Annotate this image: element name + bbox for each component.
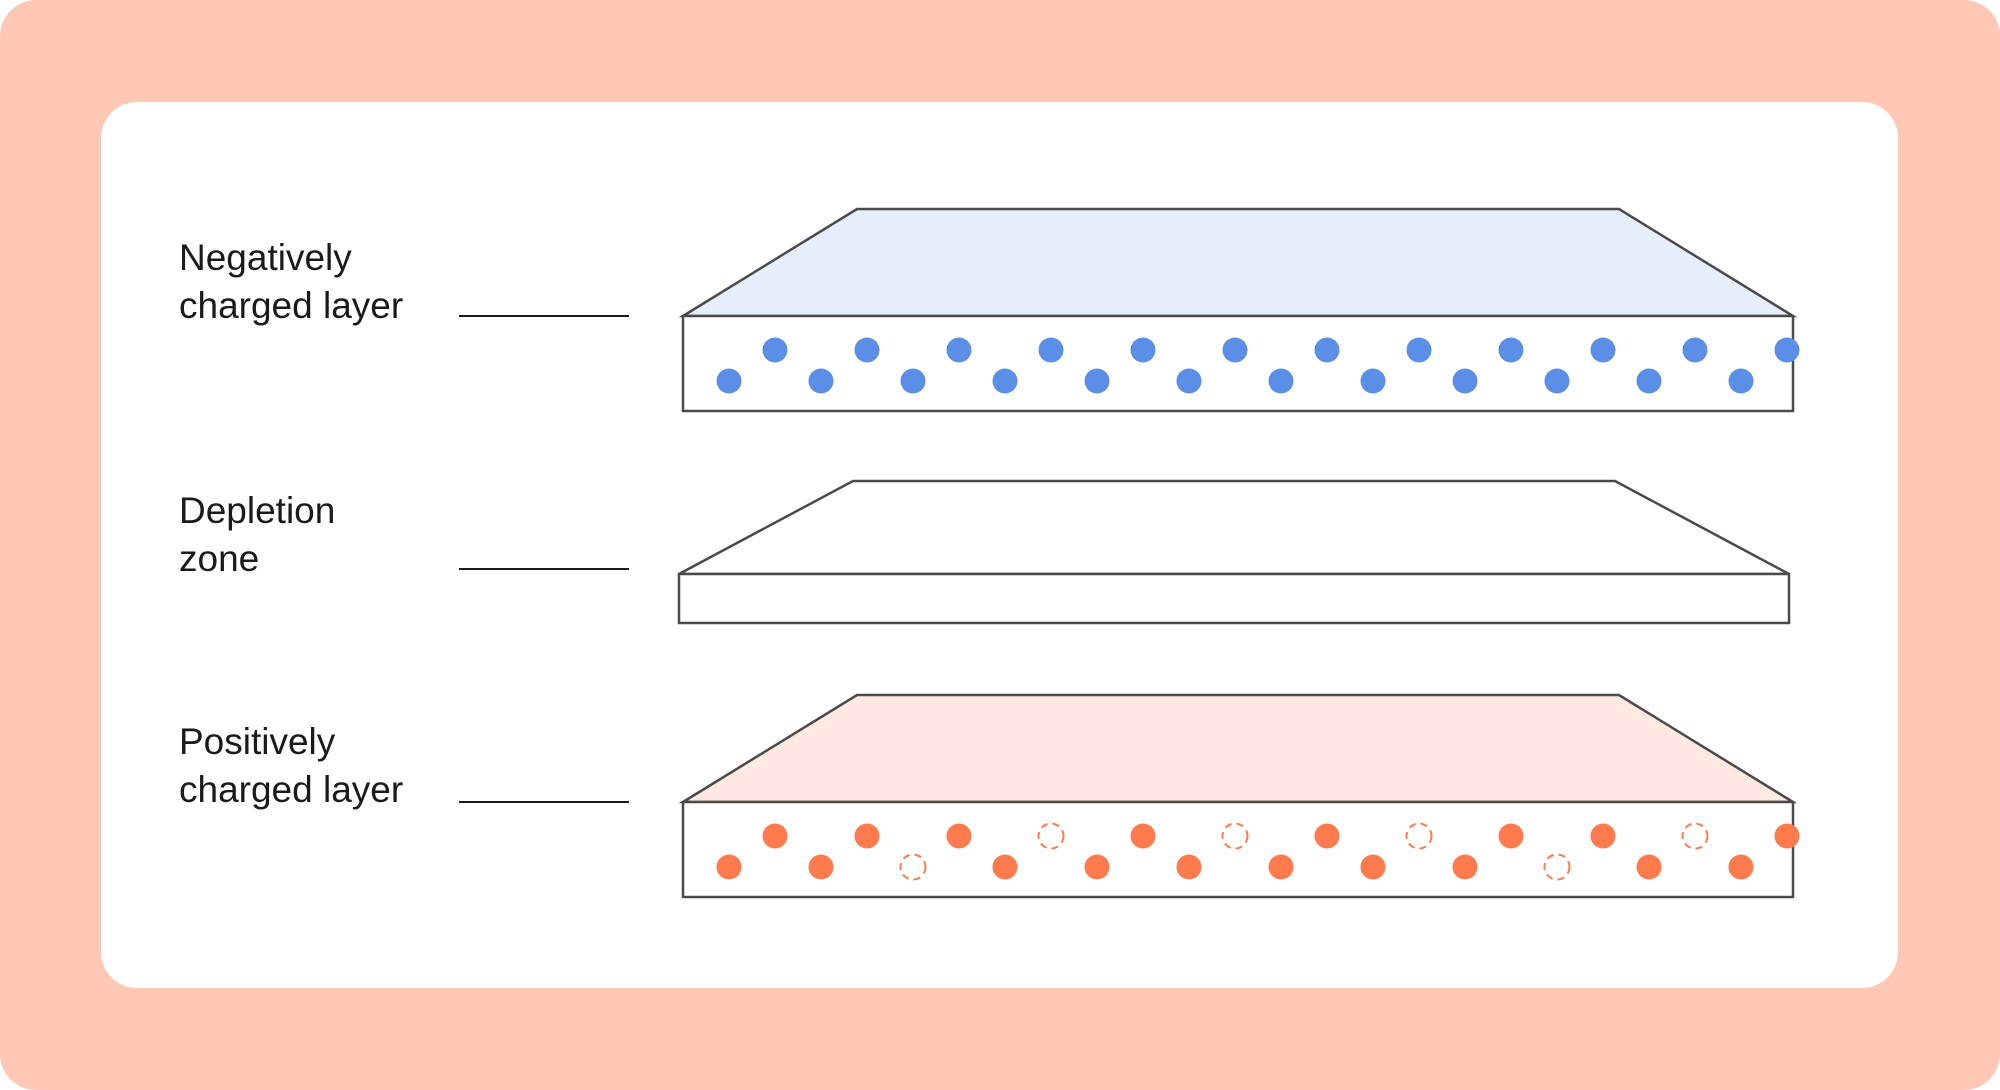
label-negative-line1: Negatively (179, 237, 352, 278)
negative-layer (678, 207, 1800, 413)
positive-hole (1543, 853, 1571, 881)
negative-charge-dot (1636, 368, 1662, 394)
negative-charge-dot (1682, 337, 1708, 363)
positive-charge-dot (854, 823, 880, 849)
negative-charge-dot (1498, 337, 1524, 363)
label-positively-charged-layer: Positively charged layer (179, 718, 403, 814)
positive-hole (1221, 822, 1249, 850)
label-positive-line1: Positively (179, 721, 336, 762)
positive-charge-dot (1636, 854, 1662, 880)
negative-charge-dot (1728, 368, 1754, 394)
positive-layer (678, 693, 1800, 899)
positive-charge-dot (1176, 854, 1202, 880)
positive-charge-dot (1360, 854, 1386, 880)
negative-charge-dots (716, 337, 1800, 394)
negative-charge-dot (1452, 368, 1478, 394)
positive-charge-dot (1498, 823, 1524, 849)
positive-layer-top-face (678, 693, 1798, 804)
negative-charge-dot (1360, 368, 1386, 394)
positive-charge-dot (992, 854, 1018, 880)
negative-charge-dot (1406, 337, 1432, 363)
positive-charge-dot (1774, 823, 1800, 849)
positive-charge-dot (808, 854, 834, 880)
negative-layer-front-face (681, 314, 1795, 413)
negative-charge-dot (1544, 368, 1570, 394)
positive-charge-dot (946, 823, 972, 849)
label-negative-line2: charged layer (179, 285, 404, 326)
label-depletion-line1: Depletion (179, 490, 336, 531)
negative-charge-dot (1222, 337, 1248, 363)
positive-charge-dot (1452, 854, 1478, 880)
negative-charge-dot (900, 368, 926, 394)
label-negatively-charged-layer: Negatively charged layer (179, 234, 403, 330)
negative-layer-top-face (678, 207, 1798, 318)
positive-hole (1681, 822, 1709, 850)
positive-charge-dot (762, 823, 788, 849)
positive-charge-dot (1590, 823, 1616, 849)
positive-hole (1037, 822, 1065, 850)
negative-charge-dot (946, 337, 972, 363)
label-depletion-zone: Depletion zone (179, 487, 335, 583)
negative-charge-dot (1590, 337, 1616, 363)
negative-charge-dot (992, 368, 1018, 394)
negative-charge-dot (1268, 368, 1294, 394)
positive-charge-dot (716, 854, 742, 880)
positive-charge-dot (1728, 854, 1754, 880)
negative-charge-dot (1176, 368, 1202, 394)
negative-charge-dot (762, 337, 788, 363)
positive-charge-dot (1130, 823, 1156, 849)
positive-charge-dot (1314, 823, 1340, 849)
negative-charge-dot (1314, 337, 1340, 363)
negative-charge-dot (716, 368, 742, 394)
negative-charge-dot (1130, 337, 1156, 363)
negative-charge-dot (808, 368, 834, 394)
label-positive-line2: charged layer (179, 769, 404, 810)
negative-charge-dot (1038, 337, 1064, 363)
depletion-layer-front-face (677, 572, 1791, 625)
positive-charge-dot (1268, 854, 1294, 880)
positive-charge-dots (716, 822, 1800, 881)
label-depletion-line2: zone (179, 538, 260, 579)
depletion-layer-top-face (678, 479, 1790, 576)
negative-charge-dot (1084, 368, 1110, 394)
positive-hole (1405, 822, 1433, 850)
positive-hole (899, 853, 927, 881)
negative-charge-dot (1774, 337, 1800, 363)
positive-layer-front-face (681, 800, 1795, 899)
negative-charge-dot (854, 337, 880, 363)
depletion-layer (677, 479, 1791, 625)
positive-charge-dot (1084, 854, 1110, 880)
